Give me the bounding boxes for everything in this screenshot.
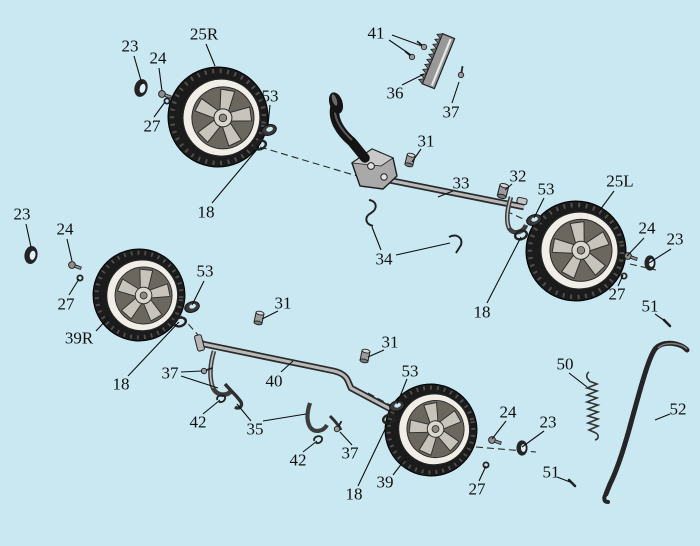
leader-line (478, 465, 487, 482)
leader-line (280, 360, 294, 373)
leader-line (202, 399, 221, 415)
leader-line (654, 413, 671, 421)
spring-50 (584, 371, 601, 441)
leader-line (411, 148, 422, 163)
pin-51 (567, 478, 577, 488)
spacer-32 (496, 182, 510, 200)
leader-line (66, 238, 73, 262)
leader-line (367, 349, 385, 358)
grommet-23 (23, 245, 39, 265)
upper-axle-assembly (328, 92, 529, 235)
screw-37 (456, 64, 467, 80)
leader-line (504, 183, 513, 191)
axle-end-tab (516, 196, 528, 206)
leader-line (533, 197, 545, 219)
bushing-53 (182, 299, 202, 315)
grommet-23 (516, 440, 528, 456)
leader-line (211, 146, 260, 204)
leader-line (158, 67, 163, 92)
leader-line (191, 280, 205, 306)
leader-line (236, 403, 252, 422)
leader-line (654, 313, 666, 322)
screw-41 (414, 38, 429, 52)
leader-line (556, 476, 571, 483)
spacer-31 (253, 310, 265, 326)
leader-line (396, 378, 408, 405)
bracket-right-highlight (506, 196, 512, 229)
leader-line (437, 190, 454, 198)
leader-lines (25, 34, 672, 487)
handle-grip-highlight (331, 94, 338, 106)
wheel-25L (520, 195, 633, 308)
leader-line (617, 274, 624, 287)
leader-line (339, 431, 353, 446)
leader-line (205, 43, 216, 67)
leader-line (451, 81, 460, 104)
toothed-rack-36 (417, 32, 456, 90)
hook-35 (223, 382, 244, 410)
leader-line (95, 316, 110, 332)
leader-line (261, 310, 279, 320)
leader-line (491, 420, 507, 440)
pivot-bolt-icon (380, 173, 388, 181)
lower-axle-assembly (194, 334, 400, 433)
leader-line (392, 457, 407, 476)
leader-line (357, 420, 390, 487)
leader-line (68, 278, 80, 296)
leader-line (267, 104, 271, 126)
leader-line (371, 226, 382, 251)
hook-35 (328, 414, 343, 431)
leader-line (391, 34, 423, 47)
leader-line (648, 248, 672, 264)
leader-line (401, 73, 425, 86)
leader-line (133, 55, 143, 85)
leader-line (302, 440, 318, 453)
handle-rod-52 (602, 340, 690, 504)
leader-line (25, 223, 32, 248)
spacer-31 (359, 348, 371, 364)
wheel-25R (160, 59, 276, 175)
wire-link-34 (448, 234, 463, 254)
leader-line (262, 413, 307, 422)
wheel-39R (88, 244, 189, 345)
leader-line (596, 190, 615, 215)
axle-end-tab (194, 334, 205, 352)
leader-line (486, 236, 522, 304)
wheel-39 (376, 375, 485, 484)
bracket-35 (305, 402, 329, 433)
bolt-24 (623, 251, 639, 263)
leader-line (127, 321, 180, 377)
axis-dash-line (259, 146, 358, 177)
bolt-24 (67, 260, 83, 272)
leader-line (153, 101, 166, 118)
leader-line (388, 39, 412, 56)
leader-line (395, 242, 451, 256)
pivot-bolt-icon (367, 162, 375, 170)
leader-line (568, 372, 588, 388)
leader-line (521, 430, 545, 448)
leader-line (180, 375, 219, 389)
washer-27 (163, 97, 171, 105)
leader-line (626, 237, 645, 257)
axis-dash-line (367, 392, 391, 406)
bracket-35-highlight (209, 350, 215, 389)
wire-link-34 (365, 199, 377, 227)
bolt-24 (487, 435, 503, 447)
leader-line (180, 370, 203, 373)
